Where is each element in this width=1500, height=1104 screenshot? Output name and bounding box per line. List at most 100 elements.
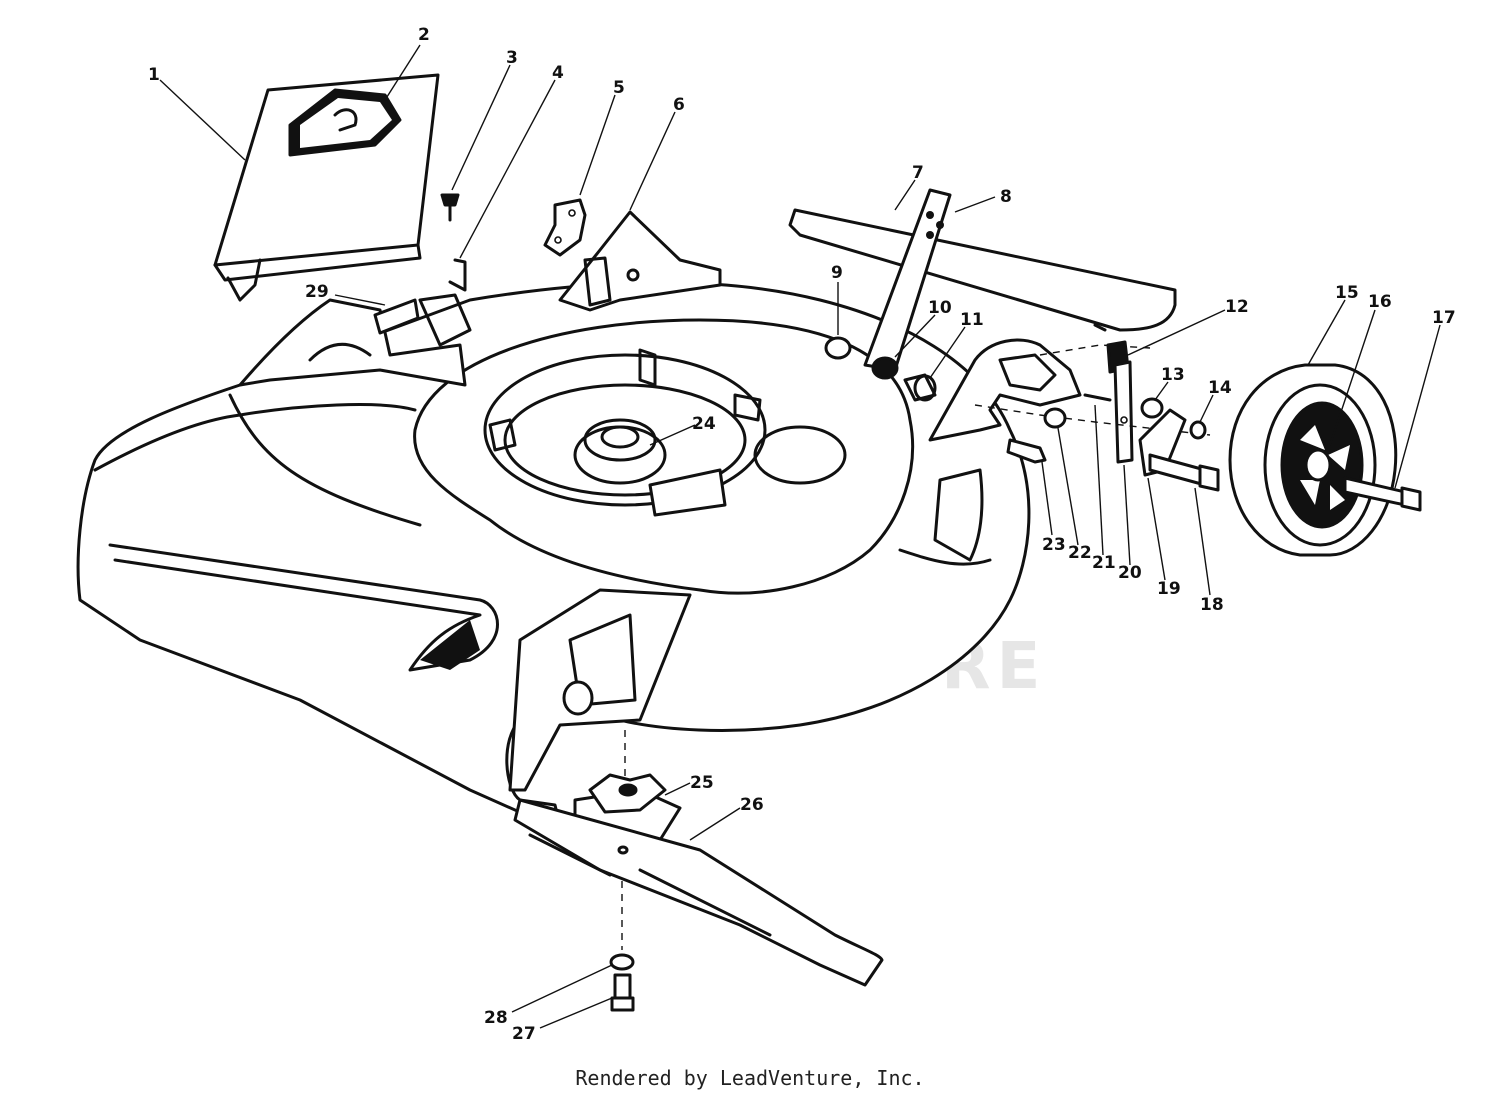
hinge-bracket-hole: [626, 268, 640, 282]
chute-frame: [238, 298, 467, 387]
hub-cutouts: [1300, 425, 1350, 510]
hinge-rod-part-4: [448, 258, 467, 292]
front-wheel-bracket: [508, 588, 692, 792]
callout-4: 4: [552, 63, 564, 83]
door-emblem: [300, 98, 392, 148]
blade-body: [513, 798, 884, 987]
bushing-part-11: [903, 373, 937, 402]
callout-3: 3: [506, 48, 518, 68]
callout-2: 2: [418, 25, 430, 45]
bolt-part-18: [1148, 453, 1220, 492]
door-hinge-edge: [213, 243, 422, 282]
blade-part-26: [513, 798, 884, 987]
bolt-part-27: [610, 973, 635, 1012]
bushing-face: [913, 374, 937, 402]
deck-dome: [413, 318, 915, 595]
rear-bracket-part-7: [788, 208, 1177, 332]
link-plate-body: [1113, 360, 1134, 464]
adjuster-plate-notches: [998, 353, 1057, 392]
callout-20: 20: [1118, 563, 1142, 583]
mount-ring-tabs: [488, 393, 762, 452]
callout-10: 10: [928, 298, 952, 318]
deck-shadow: [420, 620, 480, 670]
bracket-end: [1093, 323, 1107, 332]
callout-17: 17: [1432, 308, 1456, 328]
bolt-27-head: [610, 996, 635, 1012]
rod-part-21: [1083, 393, 1112, 402]
link-plate-hole: [1120, 416, 1128, 424]
callout-29: 29: [305, 282, 329, 302]
spring-part-10: [871, 356, 899, 380]
spring-body: [871, 356, 899, 380]
discharge-door-part-1: [213, 73, 440, 302]
blade-center-hole: [617, 845, 629, 855]
assembly-line-axle: [974, 404, 1211, 436]
callout-26: 26: [740, 795, 764, 815]
bolt-27-shank: [613, 973, 632, 1002]
callout-28: 28: [484, 1008, 508, 1028]
rear-hinge-bracket-part-6: [558, 210, 722, 312]
wheel-bolt-head: [1400, 486, 1422, 512]
height-adjuster-plate: [928, 338, 1082, 442]
bolt-18-shank: [1148, 453, 1207, 487]
mount-ring-inner: [503, 383, 747, 497]
screw-head: [440, 193, 460, 207]
hub-cap-part-16: [1280, 401, 1364, 529]
callout-18: 18: [1200, 595, 1224, 615]
adapter-hole: [618, 783, 638, 797]
callout-15: 15: [1335, 283, 1359, 303]
screw-part-3: [440, 193, 460, 222]
hub-center: [1304, 448, 1332, 482]
link-plate-part-20: [1113, 360, 1134, 464]
hinge-bracket-body: [558, 210, 722, 312]
mount-ring-post: [638, 348, 657, 387]
rear-chute-opening: [238, 293, 472, 387]
door-emblem-logo-icon: [333, 108, 358, 132]
decal-strip: [373, 298, 420, 335]
callout-5: 5: [613, 78, 625, 98]
nut-body: [824, 336, 852, 360]
callout-16: 16: [1368, 292, 1392, 312]
bushing-body: [903, 373, 937, 402]
callout-25: 25: [690, 773, 714, 793]
callout-11: 11: [960, 310, 984, 330]
blade-groove: [638, 868, 772, 937]
decal-part-29: [373, 298, 420, 335]
footer-credit: Rendered by LeadVenture, Inc.: [575, 1066, 925, 1090]
blade-edge: [528, 833, 612, 877]
callout-6: 6: [673, 95, 685, 115]
mower-deck-housing: [76, 281, 1031, 842]
screw-part-23: [1006, 438, 1047, 464]
callout-labels: 1 2 3 4 5 6 7 8 9 10 11 12 13 14 15 16 1…: [148, 25, 1456, 1044]
chute-side-block: [418, 293, 472, 347]
deck-front-edge: [93, 403, 417, 472]
front-bracket-bushing: [562, 680, 594, 716]
callout-23: 23: [1042, 535, 1066, 555]
lever-hole-2: [936, 221, 944, 229]
washer-28-body: [609, 953, 635, 971]
deck-cutout-hole: [753, 425, 847, 485]
callout-1: 1: [148, 65, 160, 85]
hinge-bracket-post: [583, 256, 612, 307]
nut-part-9: [824, 336, 852, 360]
callout-8: 8: [1000, 187, 1012, 207]
clip-hole-1: [568, 209, 576, 217]
pulley-hub: [600, 425, 640, 449]
washer-part-28: [609, 953, 635, 971]
adjuster-plate-body: [928, 338, 1082, 442]
callout-14: 14: [1208, 378, 1232, 398]
callout-27: 27: [512, 1024, 536, 1044]
callout-19: 19: [1157, 579, 1181, 599]
washer-body: [1043, 407, 1067, 429]
mounting-clip-part-5: [543, 198, 587, 257]
wheel-bolt-part-17: [1343, 476, 1422, 512]
pulley-rim: [583, 418, 657, 462]
front-bracket-body: [508, 588, 692, 792]
mount-ring-front-tab: [648, 468, 727, 517]
nut-13-body: [1140, 397, 1164, 419]
callout-12: 12: [1225, 297, 1249, 317]
chute-inner-curve: [308, 342, 372, 362]
callout-9: 9: [831, 263, 843, 283]
washer-14-body: [1189, 420, 1207, 440]
